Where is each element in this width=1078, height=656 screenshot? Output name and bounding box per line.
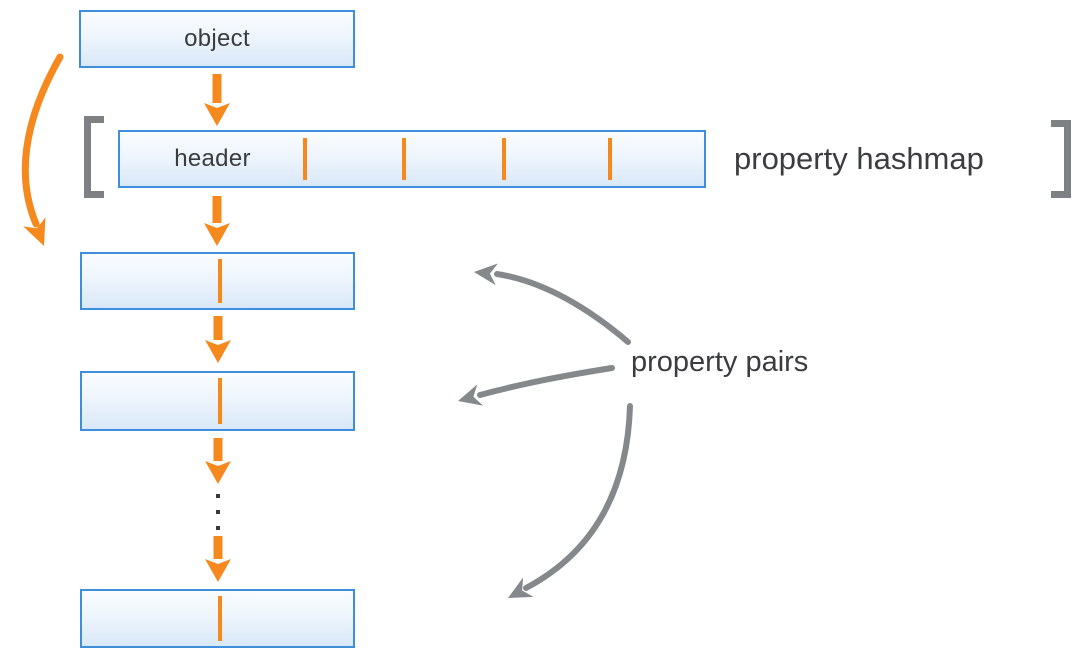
hashmap-header-cell: header bbox=[120, 132, 305, 186]
vertical-ellipsis-dot bbox=[216, 494, 220, 498]
pairs-annotation-arrow-top-icon bbox=[474, 263, 631, 345]
hashmap-slot-divider bbox=[608, 138, 612, 180]
hashmap-annotation-label: property hashmap bbox=[734, 141, 984, 176]
vertical-ellipsis-dot bbox=[216, 510, 220, 514]
right-bracket bbox=[1051, 120, 1071, 198]
property-pair-box bbox=[80, 371, 355, 431]
object-to-pairs-curve-arrow-icon bbox=[21, 53, 64, 246]
arrow-pair1-to-pair2-icon bbox=[205, 316, 231, 363]
arrow-object-to-header-icon bbox=[204, 74, 230, 126]
pair-box-divider bbox=[218, 378, 222, 424]
hashmap-header-label: header bbox=[174, 145, 251, 172]
arrow-pair2-to-ellipsis-icon bbox=[205, 438, 231, 484]
left-bracket bbox=[84, 116, 104, 198]
pairs-annotation-label: property pairs bbox=[631, 346, 809, 378]
vertical-ellipsis-dot bbox=[216, 526, 220, 530]
hashmap-slot-divider bbox=[402, 138, 406, 180]
hashmap-slot-divider bbox=[502, 138, 506, 180]
pair-box-divider bbox=[218, 596, 222, 641]
arrow-ellipsis-to-pair3-icon bbox=[205, 536, 231, 582]
hashmap-slot-divider bbox=[303, 138, 307, 180]
object-box-label: object bbox=[184, 25, 250, 52]
hashmap-header-box: header bbox=[118, 130, 706, 188]
arrow-header-to-pair1-icon bbox=[204, 196, 230, 246]
pairs-annotation-arrow-middle-icon bbox=[458, 365, 615, 406]
property-pair-box bbox=[80, 589, 355, 648]
object-box: object bbox=[79, 10, 355, 68]
pair-box-divider bbox=[218, 259, 222, 303]
property-pair-box bbox=[80, 252, 355, 310]
pairs-annotation-arrow-bottom-icon bbox=[508, 403, 633, 598]
